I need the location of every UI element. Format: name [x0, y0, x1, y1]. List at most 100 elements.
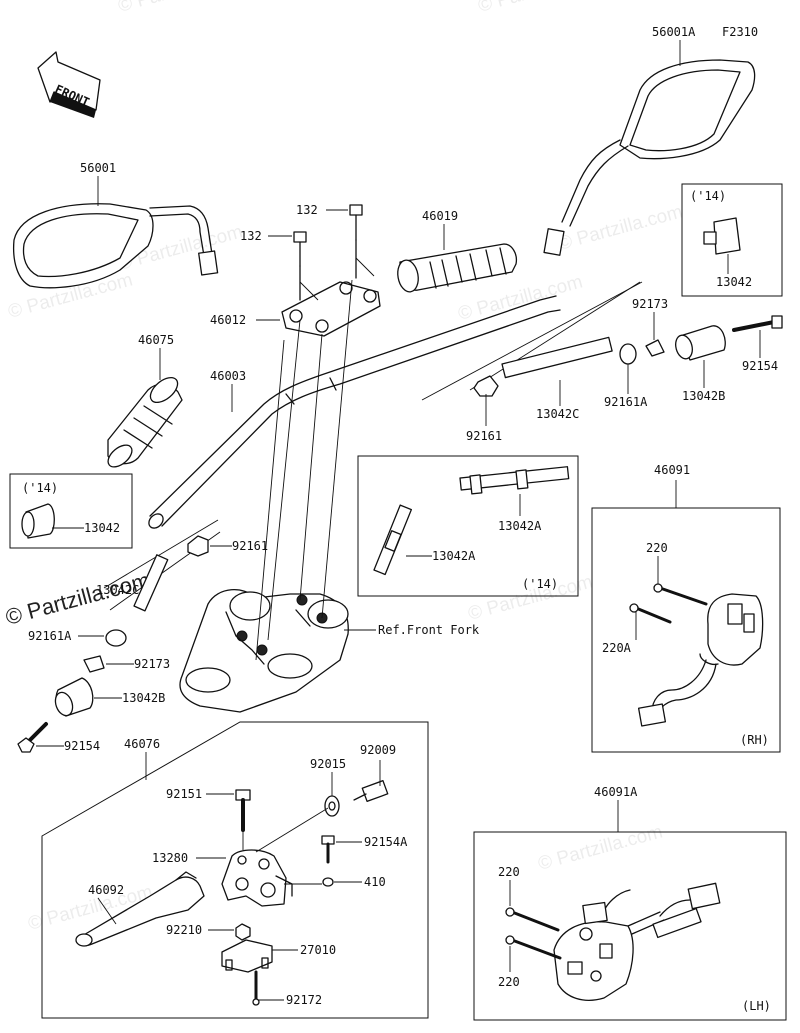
callout-92172: 92172: [286, 993, 322, 1007]
rod-13042A-a: [459, 466, 570, 495]
callout-46091A: 46091A: [594, 785, 638, 799]
end-weight-right: [675, 325, 726, 361]
callout-13042A-b: 13042A: [432, 549, 476, 563]
callout-27010: 27010: [300, 943, 336, 957]
callout-13042C-right: 13042C: [536, 407, 579, 421]
balancer-13042-right: [703, 217, 741, 255]
callout-46076: 46076: [124, 737, 160, 751]
watermark-text: © Partzilla.com: [556, 201, 685, 254]
box-14-left: [9, 473, 133, 549]
nut-92210: [235, 923, 251, 941]
callout-13280: 13280: [152, 851, 188, 865]
callout-92161A-left: 92161A: [28, 629, 72, 643]
bolt-92151: [235, 789, 251, 832]
figure-code: F2310: [722, 25, 758, 39]
callout-220A: 220A: [602, 641, 632, 655]
callout-220-lh-b: 220: [498, 975, 520, 989]
callout-46012: 46012: [210, 313, 246, 327]
screw-220-rh: [653, 583, 708, 606]
callout-92009: 92009: [360, 743, 396, 757]
callout-92173-right: 92173: [632, 297, 668, 311]
callout-92161-right: 92161: [466, 429, 502, 443]
balancer-13042-left: [21, 503, 55, 539]
callout-92151: 92151: [166, 787, 202, 801]
screw-92172: [252, 970, 260, 1006]
callout-220-lh-a: 220: [498, 865, 520, 879]
adjuster-92009: [353, 780, 389, 802]
callout-132-b: 132: [240, 229, 262, 243]
watermark-text: © Partzilla.com: [536, 821, 665, 874]
box-14-middle: [357, 455, 579, 597]
bolt-132: [293, 204, 363, 267]
screw-220-lh-a: [505, 907, 560, 932]
lh-switch-housing: [553, 882, 721, 1001]
box-lh-switch: [473, 831, 787, 1021]
callout-13042-top-right: 13042: [716, 275, 752, 289]
rod-13042A-b: [373, 504, 412, 576]
bolt-92154-left: [17, 722, 48, 753]
callout-132-a: 132: [296, 203, 318, 217]
callout-13042C-left: 13042C: [96, 583, 139, 597]
nut-92161-left: [187, 535, 209, 557]
ref-front-fork: Ref.Front Fork: [378, 623, 480, 637]
callout-92154-left: 92154: [64, 739, 100, 753]
mirror-right: [543, 59, 756, 256]
switch-27010: [221, 939, 273, 973]
clip-92173-left: [83, 655, 105, 673]
washer-92161A-left: [105, 629, 127, 647]
callout-56001A: 56001A: [652, 25, 696, 39]
note-14-c: ('14): [522, 577, 558, 591]
watermark-text-strong: © Partzilla.com: [3, 567, 153, 630]
screw-220A: [629, 603, 672, 624]
clip-92173-right: [645, 339, 665, 357]
callout-92161A-right: 92161A: [604, 395, 648, 409]
note-14-a: ('14): [690, 189, 726, 203]
watermarks: © Partzilla.com © Partzilla.com © Partzi…: [3, 0, 685, 935]
callout-92154A: 92154A: [364, 835, 408, 849]
handlebar-holder: [281, 239, 381, 337]
clutch-lever-46092: [75, 871, 205, 947]
box-rh-switch: [591, 507, 781, 753]
callout-92173-left: 92173: [134, 657, 170, 671]
callout-13042A-a: 13042A: [498, 519, 542, 533]
callout-92210: 92210: [166, 923, 202, 937]
note-14-b: ('14): [22, 481, 58, 495]
callout-410: 410: [364, 875, 386, 889]
box-14-top-right: [681, 183, 783, 297]
screw-92154A: [321, 835, 335, 864]
callout-46075: 46075: [138, 333, 174, 347]
handlebar: [148, 295, 561, 529]
callout-92161-left: 92161: [232, 539, 268, 553]
bolt-92154-right: [732, 315, 783, 332]
callout-92015: 92015: [310, 757, 346, 771]
callout-56001: 56001: [80, 161, 116, 175]
rh-switch-housing: [637, 593, 764, 727]
watermark-text: © Partzilla.com: [116, 0, 245, 17]
washer-410: [322, 877, 334, 887]
callout-46092: 46092: [88, 883, 124, 897]
screw-220-lh-b: [505, 935, 562, 960]
callout-46003: 46003: [210, 369, 246, 383]
callout-92154-right: 92154: [742, 359, 778, 373]
callout-13042B-right: 13042B: [682, 389, 725, 403]
note-lh: (LH): [742, 999, 771, 1013]
washer-92015: [324, 795, 340, 817]
end-weight-left: [54, 677, 94, 717]
weight-rod-right: [473, 336, 613, 397]
mirror-left: [12, 203, 219, 289]
rod-13042C-left: [133, 554, 169, 612]
front-arrow-icon: FRONT: [37, 51, 101, 118]
washer-92161A-right: [619, 343, 637, 365]
lever-holder-13280: [221, 849, 293, 907]
callout-46019: 46019: [422, 209, 458, 223]
callout-13042-left: 13042: [84, 521, 120, 535]
callout-220-rh: 220: [646, 541, 668, 555]
grip-left: [107, 376, 183, 468]
grip-right: [397, 243, 518, 293]
callout-46091: 46091: [654, 463, 690, 477]
box-lever-assembly: [41, 721, 429, 1019]
callout-13042B-left: 13042B: [122, 691, 165, 705]
note-rh: (RH): [740, 733, 769, 747]
